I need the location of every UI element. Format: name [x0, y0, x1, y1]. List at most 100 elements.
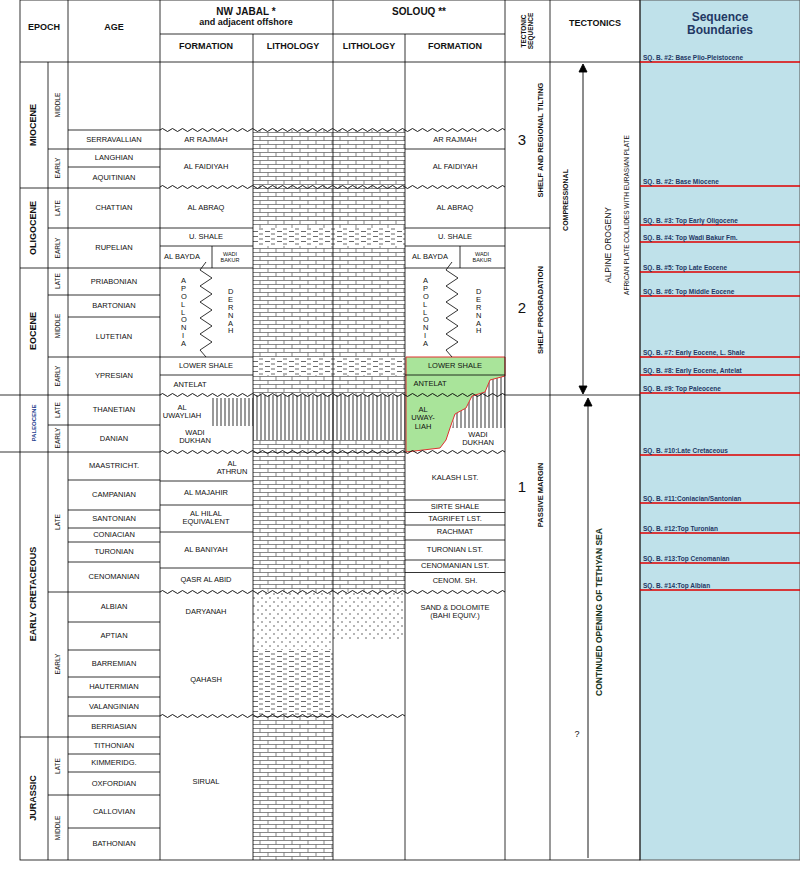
epoch-subdivision: LATE [54, 514, 61, 530]
column-header: TECTONICS [569, 19, 621, 29]
chart-graphic [333, 357, 405, 375]
formation-label: KALASH LST. [432, 474, 479, 482]
epoch-label: EARLY CRETACEOUS [29, 547, 39, 641]
age-label: CENOMANIAN [89, 573, 140, 581]
formation-label: ANTELAT [413, 380, 446, 388]
formation-label: CENOM. SH. [433, 577, 478, 585]
sequence-boundary-label: SQ. B. #13:Top Cenomanian [643, 555, 730, 562]
formation-label: AL BANIYAH [184, 546, 227, 554]
chart-graphic [253, 395, 333, 440]
age-label: BATHONIAN [92, 840, 135, 848]
sequence-number: 1 [518, 479, 526, 496]
age-label: PRIABONIAN [91, 277, 137, 285]
age-label: LANGHIAN [95, 154, 133, 162]
chart-graphic [579, 386, 587, 394]
age-label: YPRESIAN [95, 372, 133, 380]
formation-label: DERNAH [476, 288, 480, 335]
epoch-label: PALEOCENE [31, 405, 38, 442]
age-label: BARTONIAN [92, 302, 135, 310]
chart-graphic [20, 0, 640, 860]
chart-graphic [446, 262, 458, 357]
formation-label: AL BAYDA [164, 253, 200, 261]
formation-label: QASR AL ABID [181, 576, 232, 584]
chart-graphic [253, 716, 333, 860]
chart-graphic [584, 398, 592, 406]
formation-label: AL ATHRUN [212, 460, 252, 477]
chart-graphic [333, 440, 405, 592]
formation-label: TURONIAN LST. [427, 546, 483, 554]
age-label: SANTONIAN [92, 515, 136, 523]
epoch-label: MIOCENE [29, 104, 39, 146]
chart-graphic [640, 62, 800, 590]
chart-graphic [212, 398, 253, 426]
epoch-label: EOCENE [29, 312, 39, 350]
sequence-boundary-label: SQ. B. #2: Base Miocene [643, 178, 719, 185]
sequence-boundary-label: SQ. B. #8: Early Eocene, Antelat [643, 367, 742, 374]
sequence-boundary-label: SQ. B. #10:Late Cretaceous [643, 447, 728, 454]
formation-label: DERNAH [228, 288, 232, 335]
epoch-subdivision: EARLY [54, 366, 61, 387]
chart-graphic [253, 592, 333, 650]
column-header: AGE [104, 23, 124, 33]
age-label: SERRAVALLIAN [86, 135, 142, 143]
formation-label: AL ABRAQ [437, 204, 474, 212]
sequence-boundary-label: SQ. B. #5: Top Late Eocene [643, 264, 727, 271]
sequence-boundary-label: SQ. B. #12:Top Turonian [643, 525, 718, 532]
formation-label: LOWER SHALE [179, 362, 233, 370]
query-mark: ? [574, 730, 579, 740]
chart-graphic [160, 149, 640, 573]
formation-label: AL HILAL EQUIVALENT [171, 510, 241, 527]
column-header: TECTONIC SEQUENCE [520, 2, 534, 60]
column-header: LITHOLOGY [267, 42, 320, 52]
tectonics-label: AFRICAN PLATE COLLIDES WITH EURASIAN PLA… [623, 135, 630, 295]
age-label: BERRIASIAN [91, 722, 136, 730]
formation-label: SIRUAL [192, 778, 219, 786]
age-label: KIMMERIDG. [91, 759, 136, 767]
epoch-subdivision: EARLY [54, 428, 61, 449]
sequence-boundary-label: SQ. B. #4: Top Wadi Bakur Fm. [643, 234, 738, 241]
formation-label: AL UWAY-LIAH [407, 406, 439, 431]
chart-graphic [333, 395, 405, 440]
formation-label: ANTELAT [173, 381, 206, 389]
age-label: TURONIAN [94, 548, 133, 556]
formation-label: AL FAIDIYAH [433, 163, 478, 171]
chart-graphic [333, 592, 405, 640]
chart-graphic [160, 127, 505, 133]
formation-label: WADI DUKHAN [456, 431, 501, 448]
epoch-subdivision: EARLY [54, 158, 61, 179]
chart-graphic [253, 130, 333, 228]
formation-label: RACHMAT [437, 528, 474, 536]
epoch-subdivision: MIDDLE [54, 314, 61, 339]
sequence-boundary-label: SQ. B. #11:Coniacian/Santonian [643, 495, 741, 502]
formation-label: AR RAJMAH [184, 136, 227, 144]
age-label: ALBIAN [101, 603, 128, 611]
age-label: MAASTRICHT. [89, 462, 139, 470]
age-label: LUTETIAN [96, 333, 132, 341]
column-header: NW JABAL * [216, 6, 275, 17]
chart-graphic [253, 246, 333, 357]
formation-label: DARYANAH [186, 608, 227, 616]
chart-graphic [253, 357, 333, 375]
age-label: VALANGINIAN [89, 702, 139, 710]
formation-label: AL UWAYLIAH [159, 404, 205, 421]
grid-lines [0, 0, 640, 860]
formation-label: WADI DUKHAN [170, 429, 220, 446]
sequence-boundary-label: SQ. B. #6: Top Middle Eocene [643, 288, 734, 295]
age-label: CAMPANIAN [92, 491, 136, 499]
tectonics-label: COMPRESSIONAL [562, 169, 570, 231]
formation-label: SAND & DOLOMITE (BAHI EQUIV.) [415, 604, 495, 621]
chart-graphic [333, 246, 405, 357]
epoch-subdivision: EARLY [54, 654, 61, 675]
formation-label: APOLLONIA [423, 277, 427, 348]
age-label: THANETIAN [93, 406, 136, 414]
age-label: CHATTIAN [96, 204, 133, 212]
formation-label: SIRTE SHALE [431, 502, 480, 510]
age-label: CALLOVIAN [93, 807, 135, 815]
formation-label: AR RAJMAH [433, 136, 476, 144]
sequence-boundary-label: SQ. B. #14:Top Albian [643, 582, 710, 589]
column-header: Sequence Boundaries [665, 11, 775, 37]
sequence-boundary-label: SQ. B. #3: Top Early Oligocene [643, 217, 738, 224]
chart-graphic [333, 130, 405, 228]
chart-graphic [160, 184, 505, 190]
age-label: TITHONIAN [94, 741, 134, 749]
